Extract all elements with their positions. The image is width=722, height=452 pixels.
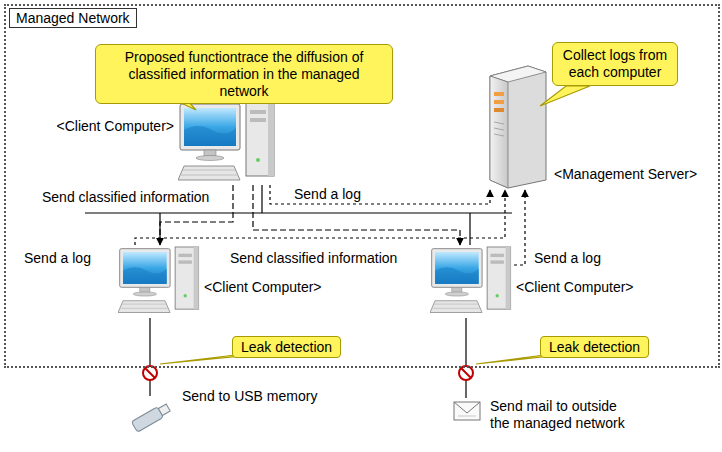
client-computer-icon xyxy=(178,102,274,180)
edge-label: Send a log xyxy=(532,250,603,267)
node-label: <Client Computer> xyxy=(204,279,322,295)
node-label: Leak detection xyxy=(241,339,332,355)
callout-box: Collect logs from each computer xyxy=(552,42,678,86)
node-label: Collect logs from each computer xyxy=(559,47,671,81)
leak-callout: Leak detection xyxy=(540,336,649,358)
dashed-arrow xyxy=(253,185,460,245)
client-computer-icon xyxy=(118,247,199,313)
edge-label: Send classified information xyxy=(228,250,399,267)
server-icon xyxy=(490,66,546,188)
prohibition-symbol xyxy=(459,366,473,380)
region-title: Managed Network xyxy=(9,8,137,28)
edge-label: Send a log xyxy=(292,186,363,203)
network-stub xyxy=(261,185,262,213)
note-label: Send mail to outside the managed network xyxy=(490,398,630,432)
node-label: Proposed functiontrace the diffusion of … xyxy=(102,49,386,99)
note-label: Send to USB memory xyxy=(182,388,317,405)
callout-box: Proposed functiontrace the diffusion of … xyxy=(95,44,393,104)
callout-tail xyxy=(540,86,590,106)
edge-label: Send classified information xyxy=(40,189,211,206)
usb-path xyxy=(149,318,150,396)
node-label: <Client Computer> xyxy=(516,279,634,295)
mail-path xyxy=(465,318,466,398)
network-bus xyxy=(85,212,512,213)
node-label: <Management Server> xyxy=(554,166,697,182)
network-stub xyxy=(469,213,470,245)
client-computer: <Client Computer> xyxy=(178,100,278,185)
usb-memory-icon xyxy=(131,402,171,432)
prohibition-symbol xyxy=(143,366,157,380)
management-server: <Management Server> xyxy=(482,62,550,190)
leak-callout: Leak detection xyxy=(232,336,341,358)
mail-icon xyxy=(454,402,480,420)
dashed-arrow xyxy=(514,190,525,265)
client-computer-icon xyxy=(430,247,511,313)
node-label: Leak detection xyxy=(549,339,640,355)
node-label: <Client Computer> xyxy=(56,118,174,134)
client-computer: <Client Computer> xyxy=(430,245,514,317)
edge-label: Send a log xyxy=(22,250,93,267)
dashed-arrow xyxy=(270,185,490,204)
client-computer: <Client Computer> xyxy=(118,245,202,317)
